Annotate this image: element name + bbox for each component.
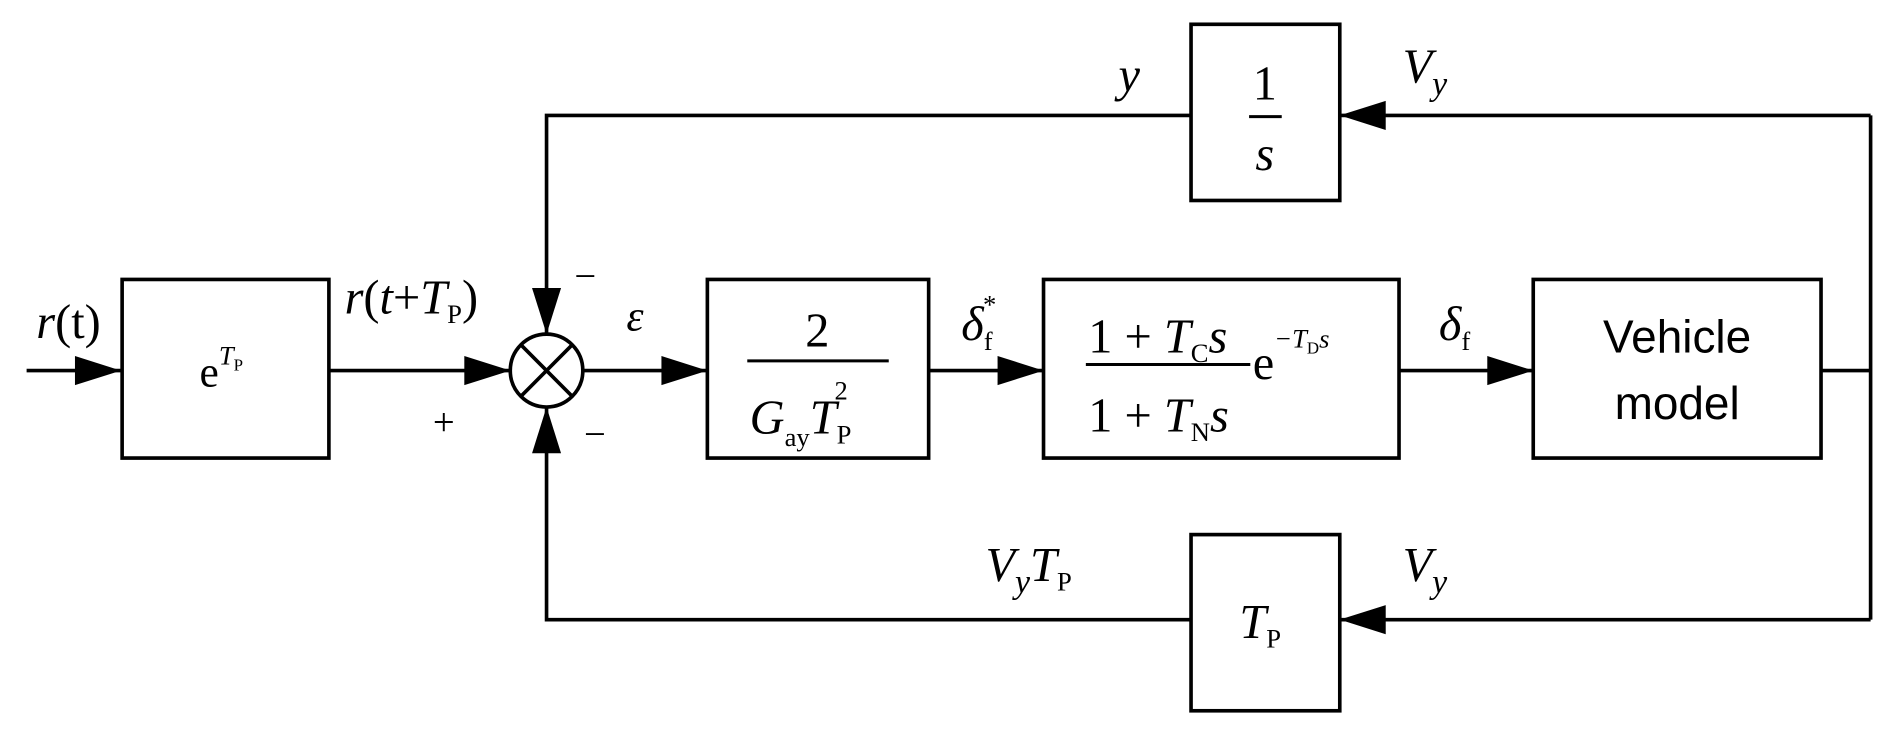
arrow-head (532, 407, 562, 454)
gain-block: 2 GayTP2 (705, 277, 931, 460)
summing-junction (508, 332, 585, 409)
vy-top-label: Vy (1403, 41, 1448, 103)
predictor-base: e (200, 348, 219, 396)
y-label: y (1114, 49, 1141, 102)
svg-text:TP: TP (1239, 596, 1281, 654)
arrow-head (1339, 605, 1386, 635)
arrow-head (1487, 355, 1534, 386)
delay-term: e−TDs (1253, 323, 1330, 390)
arrow-head (464, 355, 511, 386)
output-branch (1821, 115, 1873, 620)
preview-gain-block: TP (1189, 532, 1342, 713)
vytp-feedback-line (544, 407, 1192, 622)
vehicle-model-block: Vehicle model (1531, 277, 1823, 460)
svg-text:s: s (1255, 128, 1274, 181)
actuator-block: 1 + TCs 1 + TNs e−TDs (1041, 277, 1401, 460)
gain-denominator: GayTP2 (750, 376, 852, 452)
y-feedback-line (544, 113, 1192, 335)
predictor-block: eTP (120, 277, 331, 460)
svg-text:eTP: eTP (200, 340, 244, 396)
arrow-head (997, 355, 1044, 386)
arrow-head (661, 355, 708, 386)
actuator-numerator: 1 + TCs (1088, 310, 1227, 368)
predicted-label: r(t+TP) (345, 271, 478, 329)
actuator-denominator: 1 + TNs (1088, 389, 1229, 447)
arrow-head (532, 287, 562, 335)
minus-sign-bottom: − (584, 413, 606, 456)
plus-sign: + (433, 401, 455, 444)
input-label: r(t) (36, 296, 100, 349)
minus-sign-top: − (574, 255, 596, 298)
gain-numerator: 2 (805, 304, 829, 357)
arrow-head (1339, 100, 1386, 131)
error-label: ε (626, 292, 644, 340)
vytp-label: VyTP (985, 539, 1071, 601)
delta-label: δf (1439, 298, 1470, 356)
svg-text:Vehicle: Vehicle (1603, 310, 1751, 362)
svg-text:1: 1 (1253, 58, 1277, 111)
vy-bottom-label: Vy (1403, 539, 1448, 601)
delta-star-label: δf* (961, 289, 996, 356)
svg-text:model: model (1615, 377, 1740, 429)
arrow-head (74, 355, 121, 386)
connections (26, 100, 1873, 635)
integrator-block: 1 s (1189, 22, 1342, 203)
